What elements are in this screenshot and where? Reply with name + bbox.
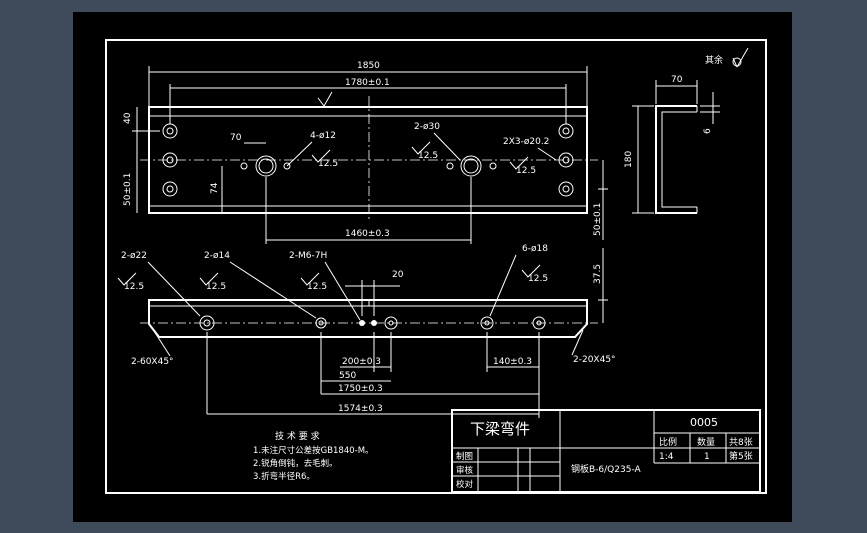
technical-notes: 技 术 要 求 1.未注尺寸公差按GB1840-M。 2.锐角倒钝，去毛刺。 3… — [253, 430, 374, 482]
bottom-view: 2-ø22 12.5 2-ø14 12.5 2-M6-7H 12.5 20 6-… — [117, 244, 616, 418]
dim-top-50-right: 50±0.1 — [593, 203, 603, 236]
roughness-symbol-icon — [732, 47, 749, 68]
qty-value: 1 — [704, 452, 710, 462]
sheets-total: 共8张 — [729, 437, 753, 448]
roughness-tick-icon — [317, 91, 333, 107]
note-line-1: 1.未注尺寸公差按GB1840-M。 — [253, 445, 374, 456]
roughness-bottom-2: 12.5 — [206, 282, 226, 292]
dim-m6: 2-M6-7H — [289, 251, 327, 261]
top-view: 1850 1780±0.1 70 4-ø12 12.5 2-ø30 12.5 2… — [123, 61, 608, 244]
dim-bottom-1574: 1574±0.3 — [338, 404, 383, 414]
dim-bottom-140: 140±0.3 — [493, 357, 532, 367]
qty-label: 数量 — [697, 436, 715, 448]
bottom-holes — [199, 315, 546, 331]
roughness-bottom-3: 12.5 — [307, 282, 327, 292]
material: 钢板B-6/Q235-A — [571, 463, 641, 475]
roughness-top-c: 12.5 — [516, 166, 536, 176]
dim-2x22: 2-ø22 — [121, 251, 147, 261]
note-line-3: 3.折弯半径R6。 — [253, 471, 315, 482]
scale-value: 1:4 — [659, 452, 674, 462]
roughness-bottom-1: 12.5 — [124, 282, 144, 292]
proof-label: 校对 — [456, 479, 474, 490]
dim-1460: 1460±0.3 — [345, 229, 390, 239]
chamfer-left: 2-60X45° — [131, 357, 174, 367]
title-block: 下梁弯件 0005 比例 数量 共8张 1:4 1 第5张 制图 审核 校对 钢… — [451, 409, 761, 493]
dim-1780: 1780±0.1 — [345, 78, 390, 88]
dim-top-70: 70 — [230, 133, 242, 143]
dim-bottom-550: 550 — [339, 371, 356, 381]
part-name: 下梁弯件 — [470, 420, 530, 438]
dim-4x12: 4-ø12 — [310, 131, 336, 141]
drawing-border — [105, 39, 767, 494]
roughness-rest-label: 其余 — [705, 54, 723, 66]
scale-label: 比例 — [659, 436, 677, 448]
dim-1850: 1850 — [357, 61, 380, 71]
dim-top-74: 74 — [210, 182, 220, 194]
dim-bottom-200: 200±0.3 — [342, 357, 381, 367]
dim-side-6: 6 — [703, 128, 713, 134]
dim-bottom-1750: 1750±0.3 — [338, 384, 383, 394]
bottom-view-plate — [148, 299, 588, 338]
dim-2x14: 2-ø14 — [204, 251, 230, 261]
drawing-paper — [73, 12, 792, 522]
roughness-top-b: 12.5 — [418, 151, 438, 161]
notes-title: 技 术 要 求 — [275, 430, 320, 442]
chamfer-right: 2-20X45° — [573, 355, 616, 365]
side-view: 70 180 6 — [624, 75, 720, 214]
channel-profile — [655, 105, 697, 214]
drawing-number: 0005 — [690, 416, 718, 429]
dim-top-40: 40 — [123, 112, 133, 124]
roughness-top-a: 12.5 — [318, 159, 338, 169]
note-line-2: 2.锐角倒钝，去毛刺。 — [253, 458, 338, 469]
roughness-bottom-4: 12.5 — [528, 274, 548, 284]
dim-side-70: 70 — [671, 75, 683, 85]
dim-2x30: 2-ø30 — [414, 122, 440, 132]
sheet-number: 第5张 — [729, 450, 753, 462]
drawn-label: 制图 — [456, 451, 473, 462]
dim-bottom-20: 20 — [392, 270, 404, 280]
dim-bottom-37: 37.5 — [593, 264, 603, 284]
dim-2x3x20: 2X3-ø20.2 — [503, 137, 549, 147]
check-label: 审核 — [456, 465, 474, 476]
dim-6x18: 6-ø18 — [522, 244, 548, 254]
dim-side-180: 180 — [624, 151, 634, 168]
dim-top-50-left: 50±0.1 — [123, 173, 133, 206]
